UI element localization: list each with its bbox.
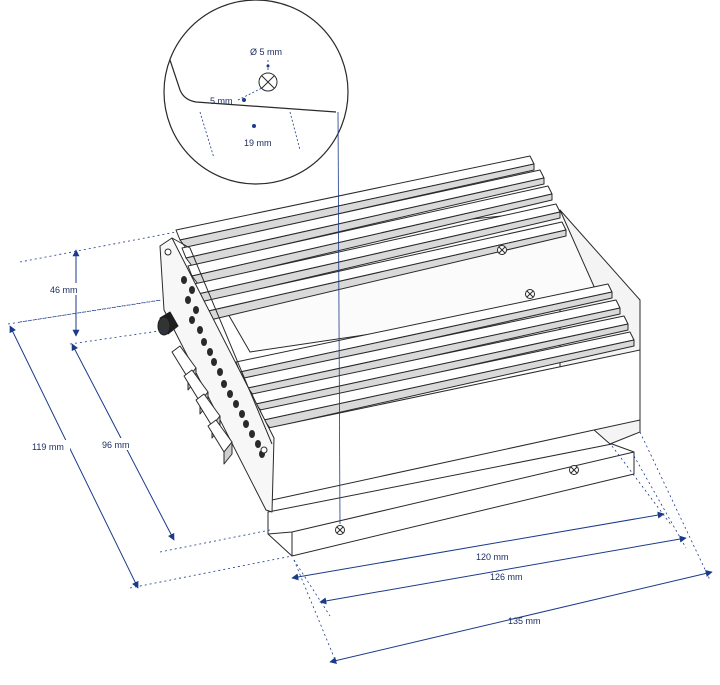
dim-label-120: 120 mm	[476, 552, 509, 562]
dim-label-46: 46 mm	[50, 285, 78, 295]
dim-label-126: 126 mm	[490, 572, 523, 582]
ventilation-holes	[181, 276, 265, 458]
detail-hole-spacing: 19 mm	[244, 138, 272, 148]
end-plate-screw-top	[164, 248, 172, 256]
dim-label-135: 135 mm	[508, 616, 541, 626]
fins-rear	[175, 155, 567, 321]
detail-hole-diameter: Ø 5 mm	[250, 47, 282, 57]
dim-label-119: 119 mm	[32, 442, 64, 452]
end-plate-screw-bottom	[260, 446, 268, 454]
detail-screw	[258, 72, 278, 92]
dim-arrow-126	[319, 535, 687, 605]
dimension-labels: 46 mm 119 mm 96 mm 120 mm 126 mm 135 mm	[30, 283, 541, 626]
terminal-blocks	[171, 345, 233, 465]
fins-front	[235, 283, 641, 501]
heatsink-device	[157, 155, 641, 557]
detail-edge-offset: 5 mm	[210, 96, 233, 106]
top-screws	[497, 245, 535, 299]
dim-label-96: 96 mm	[102, 440, 130, 450]
dim-arrow-135	[329, 570, 713, 664]
detail-magnifier: Ø 5 mm 5 mm 19 mm	[163, 0, 349, 185]
dim-arrow-119	[9, 325, 139, 589]
dimension-lines	[7, 231, 713, 664]
detail-leader-line	[337, 111, 341, 525]
